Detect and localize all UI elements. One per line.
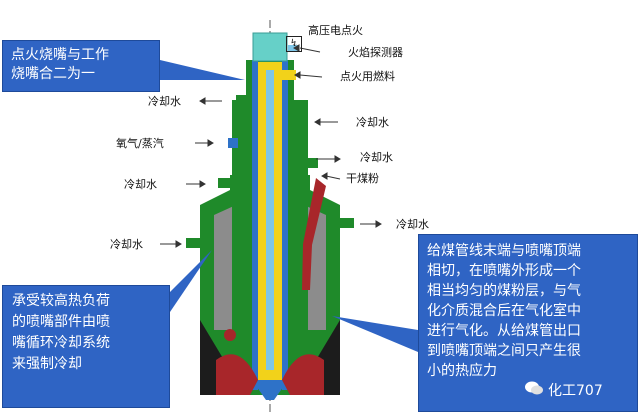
right-jacket [292,100,308,345]
label-cooling-water-4: 冷却水 [124,178,157,191]
callout-cooling: 承受较高热负荷 的喷嘴部件由喷 嘴循环冷却系统 来强制冷却 [2,285,170,408]
cw-stub-2 [294,118,308,128]
watermark: 化工707 [548,383,603,399]
callout-left-line: 承受较高热负荷 [12,293,110,309]
flame-detector-stub [288,45,298,51]
igniter-head [252,32,288,62]
callout-right-line: 进行气化。从给煤管出口 [427,323,581,339]
label-flame-detector: 火焰探测器 [348,46,403,59]
label-ignition-fuel: 点火用燃料 [340,70,395,83]
callout-coal-feed: 给煤管线末端与喷嘴顶端 相切，在喷嘴外形成一个 相当均匀的煤粉层，与气 化介质混… [418,234,638,412]
callout-right-line: 小的热应力 [427,363,497,379]
callout-right-line: 化介质混合后在气化室中 [427,303,581,319]
callout-left-pointer [170,250,212,312]
coal-zone-left [216,354,258,395]
cw-stub-6 [186,238,200,248]
callout-combined-burner: 点火烧嘴与工作 烧嘴合二为一 [2,40,160,92]
label-cooling-water-5: 冷却水 [396,218,429,231]
nozzle-tip [252,380,288,400]
callout-right-line: 相切，在喷嘴外形成一个 [427,263,581,279]
label-high-voltage-ignition: 高压电点火 [308,24,363,37]
label-cooling-water-3: 冷却水 [360,151,393,164]
label-cooling-water-6: 冷却水 [110,238,143,251]
oxygen-stub [228,138,238,148]
callout-top-line: 烧嘴合二为一 [11,66,95,82]
callout-left-line: 嘴循环冷却系统 [12,335,110,351]
ignition-symbol: ↯ [286,36,302,52]
callout-top-pointer [160,60,245,80]
blue-tube-left [252,60,258,390]
coal-zone-right [282,354,324,395]
callout-right-pointer [332,316,418,352]
dry-coal-pipe [302,178,326,290]
callout-top-line: 点火烧嘴与工作 [11,47,109,63]
blue-tube-right [282,60,288,390]
coal-blob-left [224,329,236,341]
callout-right-line: 给煤管线末端与喷嘴顶端 [427,243,581,259]
cw-stub-5 [340,218,354,228]
label-cooling-water-1: 冷却水 [148,95,181,108]
label-oxygen-steam: 氧气/蒸汽 [116,137,164,150]
cw-stub-4 [218,178,232,188]
cw-stub-1 [236,95,246,107]
cw-stub-3 [308,158,318,168]
fuel-stub [282,70,296,80]
core-tube [266,70,274,370]
callout-right-line: 到喷嘴顶端之间只产生很 [427,343,581,359]
wechat-icon [525,381,543,395]
label-cooling-water-2: 冷却水 [356,116,389,129]
callout-left-line: 的喷嘴部件由喷 [12,314,110,330]
left-jacket [232,100,248,345]
arrows [160,44,382,248]
label-dry-coal-powder: 干煤粉 [346,172,379,185]
callout-left-line: 来强制冷却 [12,356,82,372]
callout-right-line: 相当均匀的煤粉层，与气 [427,283,581,299]
